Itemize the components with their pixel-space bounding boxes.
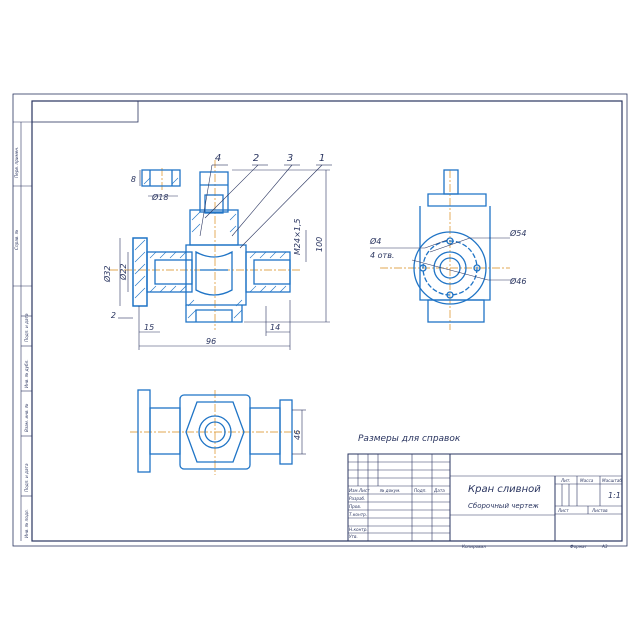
tb-list: Лист xyxy=(557,508,569,513)
top-view xyxy=(130,389,306,475)
balloon-1: 1 xyxy=(319,153,325,164)
balloon-4: 4 xyxy=(215,153,221,164)
tb-nkontr: Н.контр. xyxy=(349,527,368,532)
tb-tkontr: Т.контр. xyxy=(349,512,367,517)
tb-prov: Пров. xyxy=(349,504,361,509)
stamp-podp1: Подп. и дата xyxy=(24,313,29,342)
stamp-inv-dubl: Инв. № дубл. xyxy=(24,359,29,388)
stamp-inv-podl: Инв. № подл. xyxy=(24,509,29,538)
dim-96: 96 xyxy=(206,337,216,346)
tb-ndok: № докум. xyxy=(379,488,401,493)
balloon-2: 2 xyxy=(253,153,259,164)
dim-d22: Ø22 xyxy=(118,264,128,281)
dim-holes: 4 отв. xyxy=(370,251,394,260)
stamp-vzam: Взам. инв. № xyxy=(24,403,29,432)
dim-2: 2 xyxy=(111,311,116,320)
reference-note: Размеры для справок xyxy=(358,434,461,444)
dim-14: 14 xyxy=(270,323,280,332)
tb-masshtab: Масштаб xyxy=(602,478,622,483)
tb-razrab: Разраб. xyxy=(349,496,365,501)
tb-lit: Лит. xyxy=(560,478,571,483)
tb-list-col: Лист xyxy=(358,488,370,493)
upper-left-stamp xyxy=(31,100,139,123)
tb-utv: Утв. xyxy=(349,534,358,539)
dim-46-vertical: 46 xyxy=(293,430,302,440)
sheet-outer-frame xyxy=(12,93,628,547)
balloon-3: 3 xyxy=(287,153,293,164)
side-view xyxy=(370,169,514,330)
tb-subtitle: Сборочный чертеж xyxy=(468,502,539,510)
stamp-podp2: Подп. и дата xyxy=(24,463,29,492)
stamp-perv: Перв. примен. xyxy=(14,147,19,178)
title-block xyxy=(347,453,623,542)
front-view xyxy=(110,160,332,350)
stamp-sprav: Справ. № xyxy=(14,229,19,250)
tb-kopiroval: Копировал xyxy=(462,544,486,549)
tb-data: Дата xyxy=(433,488,445,493)
tb-izm: Изм. xyxy=(349,488,359,493)
dim-d32: Ø32 xyxy=(102,266,112,283)
dim-thread: M24×1,5 xyxy=(293,218,302,255)
dim-15: 15 xyxy=(144,323,154,332)
dim-100: 100 xyxy=(315,237,324,252)
tb-format-val: А3 xyxy=(601,544,608,549)
tb-scale: 1:1 xyxy=(608,491,621,500)
dim-d54: Ø54 xyxy=(509,228,526,238)
side-stamp: Перв. примен. Справ. № Подп. и дата Инв.… xyxy=(13,121,32,541)
dim-d18: Ø18 xyxy=(151,192,168,202)
tb-podp: Подп. xyxy=(414,488,427,493)
tb-massa: Масса xyxy=(580,478,594,483)
sheet-inner-frame xyxy=(31,100,623,542)
tb-listov: Листов xyxy=(591,508,608,513)
dim-8: 8 xyxy=(131,175,136,184)
tb-title: Кран сливной xyxy=(468,484,541,495)
dim-d46: Ø46 xyxy=(509,276,526,286)
tb-format: Формат xyxy=(570,544,588,549)
dim-d4: Ø4 xyxy=(369,236,381,246)
